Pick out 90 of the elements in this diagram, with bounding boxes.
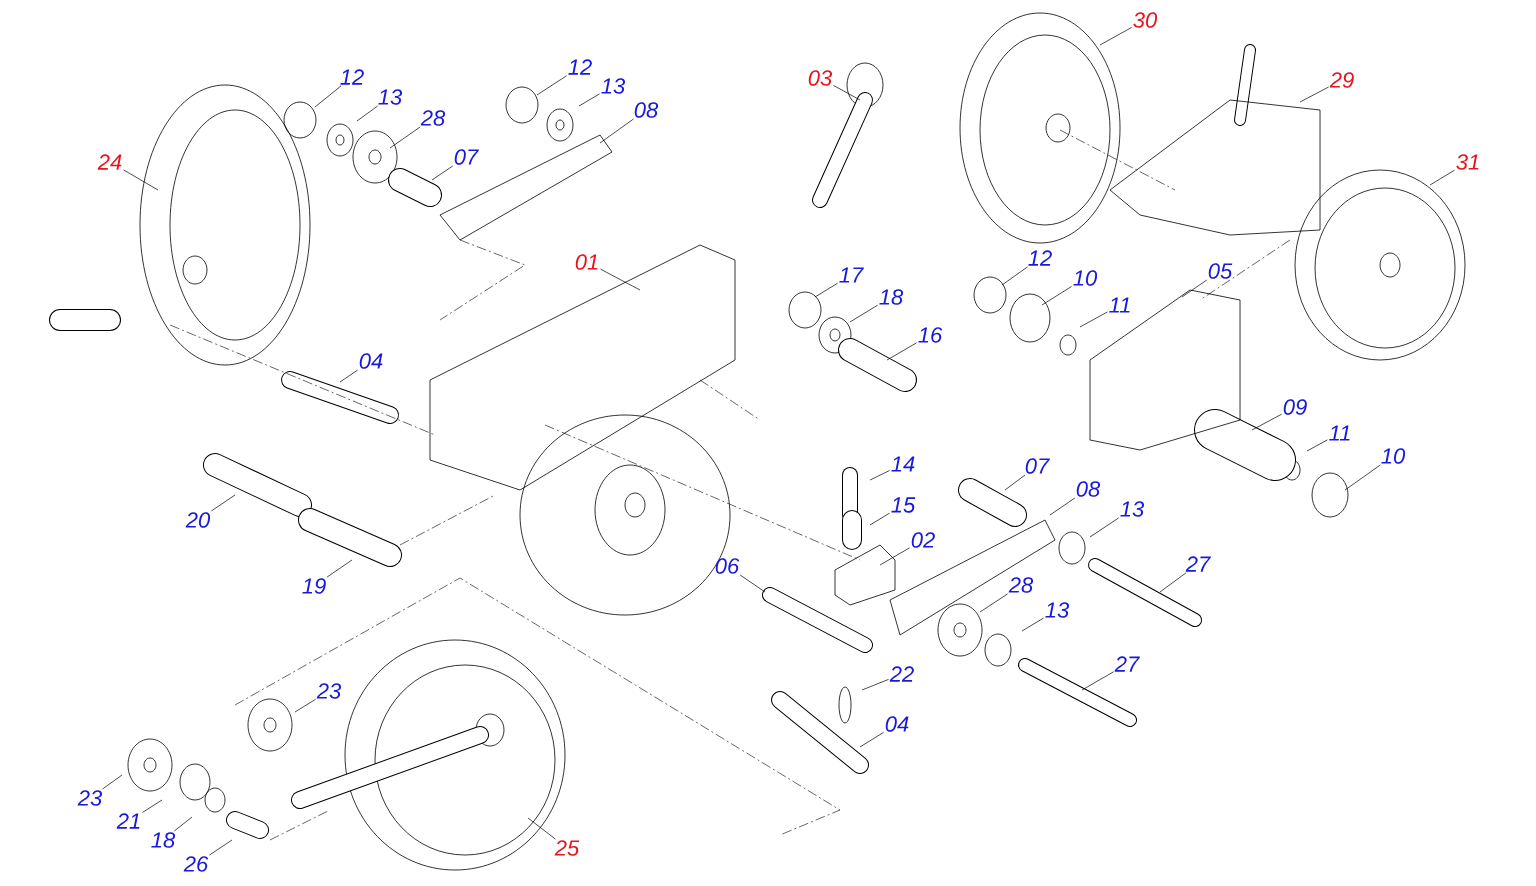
callout-number: 22 (889, 666, 914, 682)
leader-line (1041, 286, 1072, 306)
callout-number: 12 (568, 59, 592, 75)
callout-number: 09 (1283, 399, 1307, 415)
callout-number: 18 (151, 832, 176, 848)
callout-number: 29 (1329, 72, 1354, 88)
leader-line (859, 732, 884, 748)
callout-number: 13 (1120, 501, 1145, 517)
callout-number: 18 (879, 289, 904, 305)
leader-line (1049, 497, 1076, 516)
callout-number: 15 (891, 497, 916, 513)
callout-number: 20 (185, 512, 211, 528)
leader-line (1021, 617, 1044, 632)
callout-number: 04 (359, 353, 383, 369)
callout-number: 23 (316, 683, 342, 699)
leader-line (209, 839, 233, 856)
leader-line (739, 574, 766, 593)
leader-line (1429, 169, 1455, 186)
callout-number: 23 (77, 790, 103, 806)
leader-line (1181, 279, 1208, 298)
leader-line (1344, 464, 1381, 491)
leader-line (294, 698, 316, 713)
callout-number: 17 (839, 267, 864, 283)
callout-number: 13 (378, 89, 403, 105)
leader-line (431, 165, 454, 181)
leader-line (814, 282, 838, 298)
leader-line (849, 304, 878, 323)
leader-line (1251, 413, 1282, 431)
callout-number: 13 (601, 78, 626, 94)
leader-line (1001, 266, 1028, 286)
callout-number: 11 (1109, 297, 1130, 313)
leader-line (142, 799, 163, 813)
callout-number: 08 (1076, 481, 1101, 497)
leader-line (326, 559, 353, 578)
callout-number: 05 (1208, 263, 1233, 279)
leader-line (527, 817, 556, 840)
leader-line (536, 75, 567, 96)
leader-line (886, 342, 917, 361)
leader-line (356, 105, 378, 122)
callout-number: 13 (1045, 602, 1070, 618)
leader-line (1099, 27, 1132, 46)
leader-line (979, 593, 1008, 613)
callout-number: 12 (340, 69, 364, 85)
leader-line (833, 85, 861, 101)
callout-number: 06 (715, 558, 740, 574)
callout-number: 30 (1133, 12, 1158, 28)
leader-line (314, 85, 342, 108)
callout-number: 03 (808, 70, 833, 86)
callout-number: 19 (302, 578, 326, 594)
leader-line (1089, 517, 1119, 538)
leader-line (861, 679, 889, 691)
callout-number: 07 (454, 149, 479, 165)
callout-number: 21 (116, 813, 140, 829)
callout-number: 12 (1028, 250, 1052, 266)
leader-line (1306, 439, 1328, 452)
leader-line (869, 470, 890, 481)
callout-number: 07 (1025, 458, 1050, 474)
callout-number: 11 (1329, 425, 1350, 441)
callout-number: 10 (1381, 448, 1406, 464)
callout-number: 16 (918, 327, 943, 343)
callout-number: 26 (183, 856, 209, 872)
leader-line (102, 774, 123, 790)
leader-line (339, 369, 359, 383)
leader-line (578, 93, 600, 107)
leader-line (1004, 474, 1026, 491)
callout-number: 27 (1185, 556, 1211, 572)
callout-number: 28 (1008, 577, 1034, 593)
callout-number: 24 (97, 154, 122, 170)
callout-number: 02 (911, 532, 935, 548)
callout-number: 25 (554, 840, 580, 856)
callout-number: 31 (1456, 154, 1479, 170)
leader-line (1159, 572, 1187, 593)
leader-line (1079, 311, 1108, 328)
leader-line (600, 268, 641, 291)
leader-line (869, 512, 890, 526)
callout-number: 28 (420, 110, 446, 126)
callout-number: 27 (1114, 656, 1140, 672)
callout-number: 08 (634, 102, 659, 118)
leader-line (599, 118, 634, 144)
leader-line (174, 816, 193, 832)
callout-number: 14 (891, 456, 915, 472)
callout-number: 01 (575, 254, 598, 270)
leader-line (1299, 86, 1329, 103)
leader-line (389, 126, 421, 149)
leader-line (123, 169, 159, 191)
leader-line (879, 547, 910, 566)
callout-number: 04 (885, 716, 909, 732)
leader-line (210, 494, 236, 512)
leader-line (1081, 671, 1114, 691)
callout-number: 10 (1073, 270, 1098, 286)
